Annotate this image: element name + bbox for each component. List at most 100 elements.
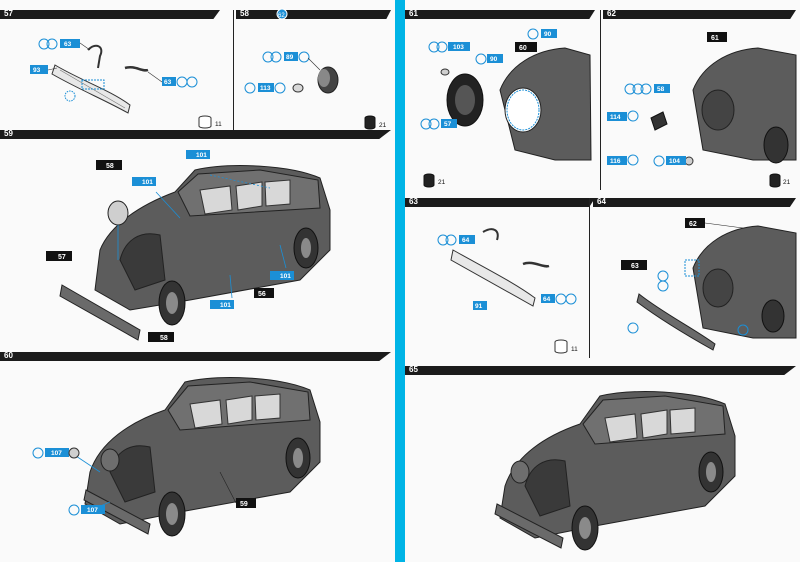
part-tag: 90 (487, 54, 503, 63)
part-tag: 57 (441, 119, 457, 128)
step-number: 62 (607, 9, 616, 18)
svg-text:62: 62 (689, 221, 697, 228)
step-bar (0, 352, 391, 361)
svg-text:101: 101 (280, 273, 291, 280)
subassembly-tag: 62 (685, 218, 705, 228)
step-63-drawing: 64 91 64 11 (437, 228, 578, 354)
svg-text:64: 64 (543, 296, 551, 303)
subassembly-tag: 63 (621, 260, 647, 270)
part-tag: 103 (448, 42, 470, 51)
part-tag: 90 (541, 29, 557, 38)
part-tag: 107 (45, 448, 69, 457)
svg-text:62: 62 (278, 13, 285, 19)
part-tag: 104 (666, 156, 686, 165)
left-instruction-page: 57 63 93 63 (0, 0, 395, 562)
svg-text:60: 60 (519, 45, 527, 52)
svg-text:114: 114 (610, 114, 621, 121)
part-tag: 101 (186, 150, 210, 159)
step-number: 64 (597, 197, 606, 206)
subassembly-tag: 58 (148, 332, 174, 342)
step-number: 61 (409, 9, 418, 18)
part-tag: 101 (270, 271, 294, 280)
paint-pot-icon (554, 339, 568, 354)
step-bar (405, 10, 595, 19)
step-57: 57 63 93 63 (0, 9, 222, 130)
step-65-drawing (494, 391, 736, 551)
svg-text:11: 11 (215, 121, 222, 128)
subassembly-tag: 61 (707, 32, 727, 42)
part-tag: 64 (541, 294, 555, 303)
svg-text:101: 101 (142, 179, 153, 186)
svg-text:56: 56 (258, 291, 266, 298)
svg-text:58: 58 (160, 335, 168, 342)
svg-text:103: 103 (453, 44, 464, 51)
page-spine (395, 0, 405, 562)
subassembly-tag: 56 (254, 288, 274, 298)
step-bar (0, 10, 220, 19)
svg-text:63: 63 (64, 41, 72, 48)
paint-pot-icon (364, 115, 376, 130)
step-62-drawing: 61 58 114 116 104 (607, 32, 797, 188)
step-bar (593, 198, 796, 207)
svg-text:21: 21 (783, 179, 791, 186)
step-58: 58 62 89 113 (236, 8, 391, 130)
step-61: 61 103 90 60 (405, 9, 595, 190)
svg-text:63: 63 (631, 263, 639, 270)
part-tag: 89 (284, 52, 298, 61)
step-bar (236, 10, 391, 19)
step-64: 64 62 63 (593, 197, 797, 358)
step-number: 65 (409, 365, 418, 374)
step-bar (603, 10, 796, 19)
part-tag: 58 (654, 84, 670, 93)
svg-text:90: 90 (544, 31, 552, 38)
svg-text:57: 57 (444, 121, 452, 128)
step-62: 62 61 58 114 11 (603, 9, 797, 190)
svg-text:64: 64 (462, 237, 470, 244)
paint-pot-icon (769, 173, 781, 188)
svg-text:91: 91 (475, 303, 483, 310)
svg-text:21: 21 (438, 179, 446, 186)
step-divider (233, 10, 234, 130)
paint-pot-icon (423, 173, 435, 188)
subassembly-tag: 60 (515, 42, 537, 52)
svg-text:59: 59 (240, 501, 248, 508)
part-tag: 63 (60, 39, 80, 48)
step-57-drawing: 63 93 63 11 (30, 38, 222, 129)
part-tag: 91 (473, 301, 487, 310)
svg-text:107: 107 (87, 507, 98, 514)
right-instruction-page: 61 103 90 60 (405, 0, 800, 562)
step-number: 58 (240, 9, 249, 18)
svg-text:61: 61 (711, 35, 719, 42)
part-tag: 101 (210, 300, 234, 309)
svg-text:63: 63 (164, 79, 172, 86)
step-60: 60 107 107 (0, 351, 391, 560)
svg-text:89: 89 (286, 54, 294, 61)
step-bar (0, 130, 391, 139)
svg-text:93: 93 (33, 67, 41, 74)
svg-text:107: 107 (51, 450, 62, 457)
subassembly-tag: 58 (96, 160, 122, 170)
step-63: 63 64 91 64 11 (405, 197, 595, 358)
part-tag: 63 (162, 77, 176, 86)
svg-text:57: 57 (58, 254, 66, 261)
part-tag: 93 (30, 65, 48, 74)
part-tag: 116 (607, 156, 627, 165)
part-tag: 113 (258, 83, 274, 92)
part-tag: 64 (459, 235, 475, 244)
step-number: 59 (4, 129, 13, 138)
step-61-drawing: 103 90 60 90 57 (420, 28, 592, 188)
subassembly-tag: 59 (236, 498, 256, 508)
step-divider (600, 10, 601, 190)
step-60-drawing: 107 107 59 (32, 377, 321, 537)
subassembly-tag: 57 (46, 251, 72, 261)
step-58-drawing: 62 89 113 21 (244, 8, 387, 130)
step-divider (589, 198, 590, 358)
step-number: 60 (4, 351, 13, 360)
step-bar (405, 366, 796, 375)
svg-text:104: 104 (669, 158, 680, 165)
part-tag: 101 (132, 177, 156, 186)
step-59-drawing: 58 57 56 58 101 101 (46, 150, 331, 342)
svg-text:58: 58 (657, 86, 665, 93)
part-tag: 114 (607, 112, 627, 121)
svg-text:113: 113 (260, 85, 271, 92)
